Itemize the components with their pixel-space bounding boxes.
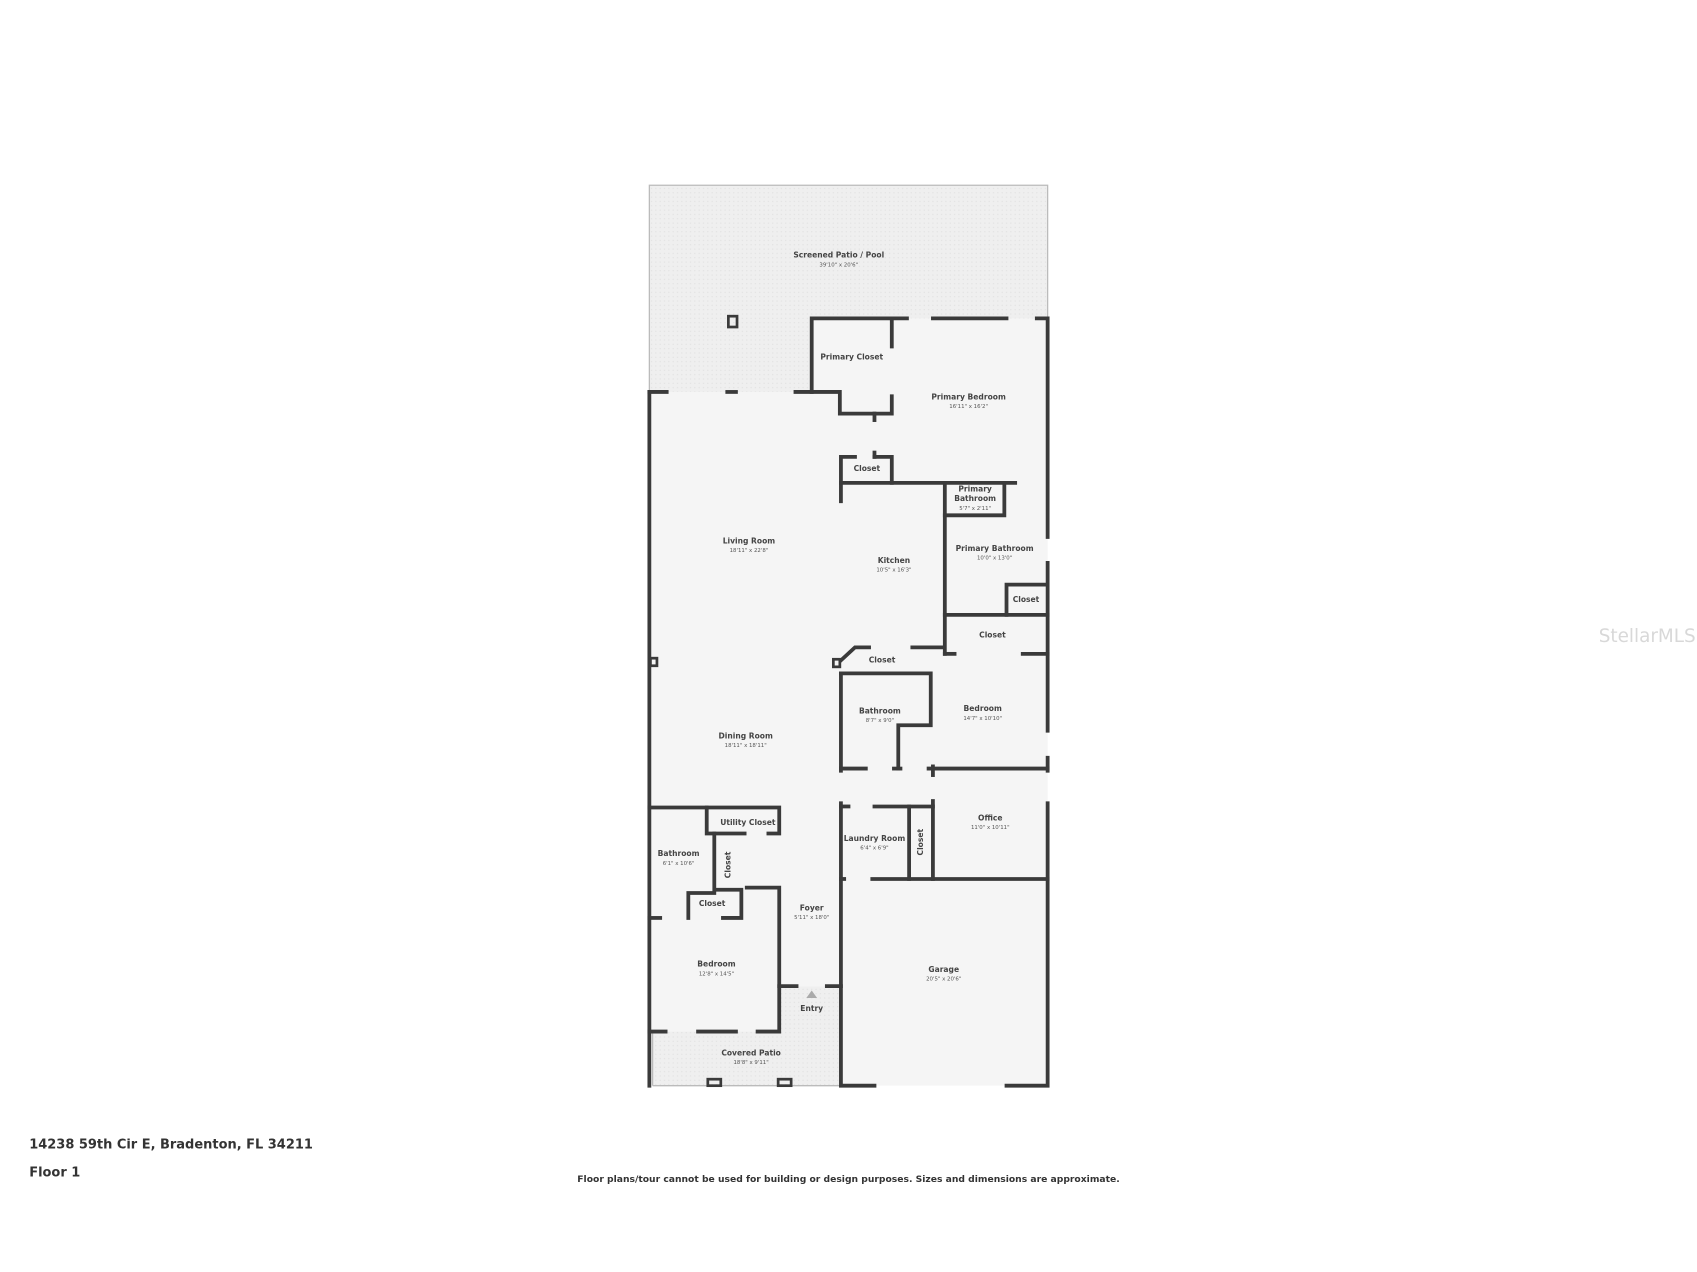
room-name: Closet [916,829,925,856]
room-dims: 20'5" x 20'6" [926,977,961,983]
column [706,1077,723,1088]
room-name: Bathroom [658,849,700,858]
room-dims: 8'7" x 9'0" [866,718,894,724]
room-name: Closet [979,631,1006,640]
room-name: Office [978,814,1002,823]
room-dims: 6'4" x 6'9" [860,846,888,852]
room-name: Closet [854,464,881,473]
column [776,1077,793,1088]
room-dims: 5'11" x 18'0" [794,915,829,921]
room-name: Garage [928,965,959,974]
room-dims: 14'7" x 10'10" [963,716,1002,722]
room-dims: 18'8" x 9'11" [733,1060,768,1066]
entry-arrow-icon [806,990,818,999]
room-name: Dining Room [718,731,772,740]
room-name: Closet [869,656,896,665]
room-name: Living Room [723,536,776,545]
room-name: Primary [958,485,992,494]
room-dims: 39'10" x 20'6" [819,262,858,268]
room-name: Primary Closet [820,352,883,361]
room-name: Bedroom [697,960,735,969]
address: 14238 59th Cir E, Bradenton, FL 34211 [29,1137,313,1152]
room-dims: 16'11" x 16'2" [949,404,988,410]
room-name: Utility Closet [720,818,776,827]
interior-floor [649,318,1048,1086]
room-dims: 6'1" x 10'6" [663,861,695,867]
room-name: Primary Bedroom [931,393,1006,402]
floor-label: Floor 1 [29,1166,80,1181]
room-name: Screened Patio / Pool [793,251,884,260]
disclaimer: Floor plans/tour cannot be used for buil… [577,1174,1119,1185]
room-name: Primary Bathroom [956,544,1034,553]
column [649,656,659,668]
room-name: Bathroom [859,706,901,715]
room-name: Laundry Room [844,834,906,843]
room-dims: 10'5" x 16'3" [876,568,911,574]
room-dims: 10'0" x 13'0" [977,556,1012,562]
watermark: StellarMLS [1599,626,1696,647]
pool-equipment [727,314,739,329]
room-dims: 12'8" x 14'5" [699,971,734,977]
room-dims: 18'11" x 18'11" [725,743,767,749]
walls [647,314,1050,1088]
room-name: Closet [724,851,733,878]
room-name: Foyer [800,903,824,912]
room-dims: 5'7" x 2'11" [959,506,991,512]
room-labels: Screened Patio / Pool 39'10" x 20'6" Pri… [658,251,1040,1066]
room-name: Covered Patio [721,1048,781,1057]
room-name: Bathroom [954,494,996,503]
room-dims: 18'11" x 22'8" [730,548,769,554]
room-name: Closet [1013,595,1040,604]
room-name: Entry [800,1004,823,1013]
screen-lines [648,184,1049,1087]
room-name: Closet [699,899,726,908]
room-name: Kitchen [878,556,910,565]
room-dims: 11'0" x 10'11" [971,825,1010,831]
room-name: Bedroom [964,704,1002,713]
column [831,657,842,669]
